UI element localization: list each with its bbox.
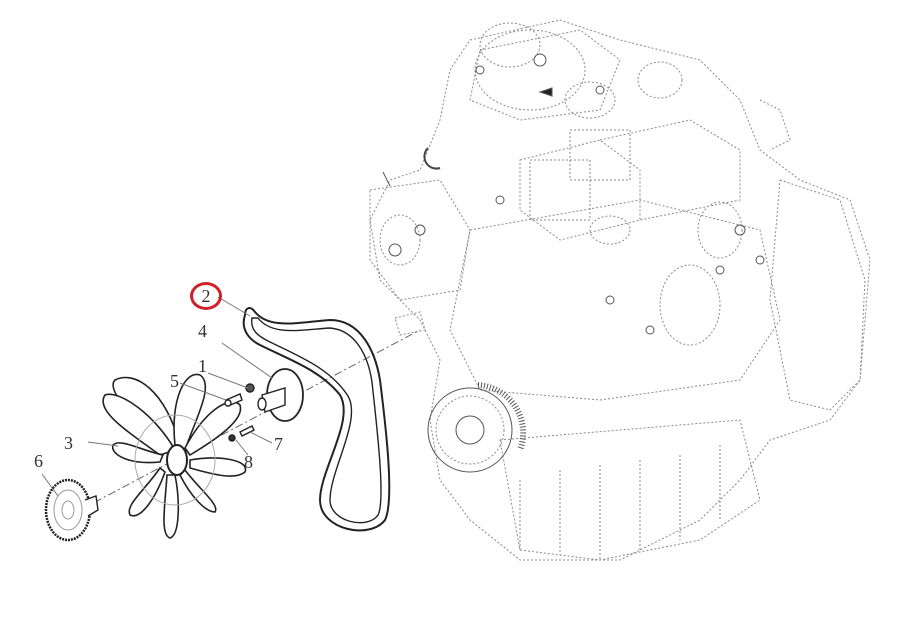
callout-1[interactable]: 1: [198, 356, 207, 376]
callout-6[interactable]: 6: [34, 451, 43, 471]
callout-8[interactable]: 8: [244, 452, 253, 472]
callout-2-highlighted[interactable]: 2: [190, 282, 222, 310]
callout-5[interactable]: 5: [170, 371, 179, 391]
leader-lines: [41, 296, 273, 497]
callout-7[interactable]: 7: [274, 434, 283, 454]
callout-4[interactable]: 4: [198, 321, 207, 341]
drive-belt: [242, 307, 391, 532]
callout-3[interactable]: 3: [64, 433, 73, 453]
fan-clutch-gear: [44, 478, 99, 542]
fan-hub: [257, 368, 304, 422]
fasteners: [224, 383, 255, 442]
axis-line: [79, 329, 421, 511]
fan: [102, 373, 247, 539]
engine-block: [369, 19, 871, 561]
